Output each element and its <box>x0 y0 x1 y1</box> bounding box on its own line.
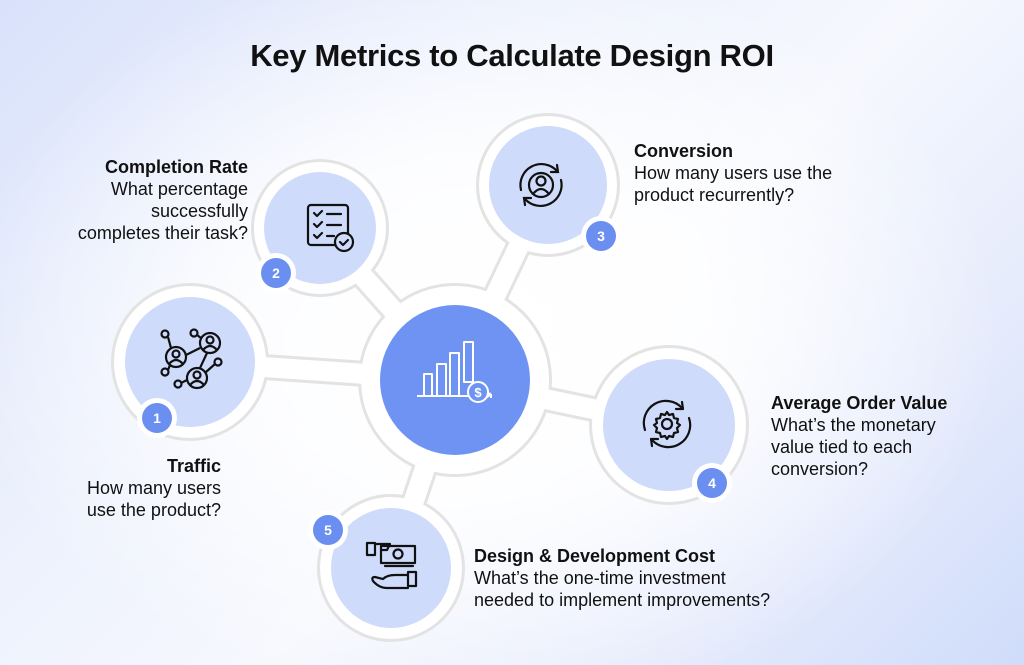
metric-description-line: value tied to each <box>771 437 913 457</box>
metric-number-badge-4: 4 <box>697 468 727 498</box>
metric-number-badge-3: 3 <box>586 221 616 251</box>
metric-title: Average Order Value <box>771 393 948 413</box>
metric-description-line: What percentage <box>110 179 248 199</box>
metric-description-line: conversion? <box>771 459 869 479</box>
metric-description-line: What’s the monetary <box>771 415 936 435</box>
label-traffic: Traffic How many users use the product? <box>41 455 221 521</box>
metric-title: Design & Development Cost <box>474 546 716 566</box>
node-conversion <box>489 126 607 244</box>
metric-description-line: use the product? <box>86 500 221 520</box>
money-hand-icon <box>365 541 418 590</box>
metric-number-badge-1: 1 <box>142 403 172 433</box>
metric-description-line: completes their task? <box>77 223 248 243</box>
metric-description-line: How many users <box>86 478 221 498</box>
metric-title: Completion Rate <box>104 157 248 177</box>
metric-number-badge-5: 5 <box>313 515 343 545</box>
bar-chart-dollar-icon: $ <box>417 341 492 403</box>
metric-number-badge-2: 2 <box>261 258 291 288</box>
node-design-cost <box>331 508 451 628</box>
label-design-cost: Design & Development Cost What’s the one… <box>474 545 814 611</box>
node-average-order-value <box>603 359 735 491</box>
label-completion-rate: Completion Rate What percentage successf… <box>28 156 248 244</box>
node-completion-rate <box>264 172 376 284</box>
gear-cycle-icon <box>642 399 692 449</box>
center-node <box>380 305 530 455</box>
label-average-order-value: Average Order Value What’s the monetary … <box>771 392 1011 480</box>
metric-description-line: What’s the one-time investment <box>474 568 726 588</box>
svg-text:$: $ <box>474 385 482 400</box>
metric-title: Conversion <box>634 141 734 161</box>
node-traffic <box>125 297 255 427</box>
metric-description-line: product recurrently? <box>634 185 795 205</box>
metric-description-line: successfully <box>150 201 248 221</box>
metric-title: Traffic <box>166 456 221 476</box>
page-title: Key Metrics to Calculate Design ROI <box>250 38 774 73</box>
metric-description-line: How many users use the <box>634 163 833 183</box>
checklist-icon <box>306 203 355 253</box>
label-conversion: Conversion How many users use the produc… <box>634 140 894 206</box>
user-network-icon <box>160 328 223 390</box>
user-cycle-icon <box>519 162 563 208</box>
metric-description-line: needed to implement improvements? <box>474 590 771 610</box>
